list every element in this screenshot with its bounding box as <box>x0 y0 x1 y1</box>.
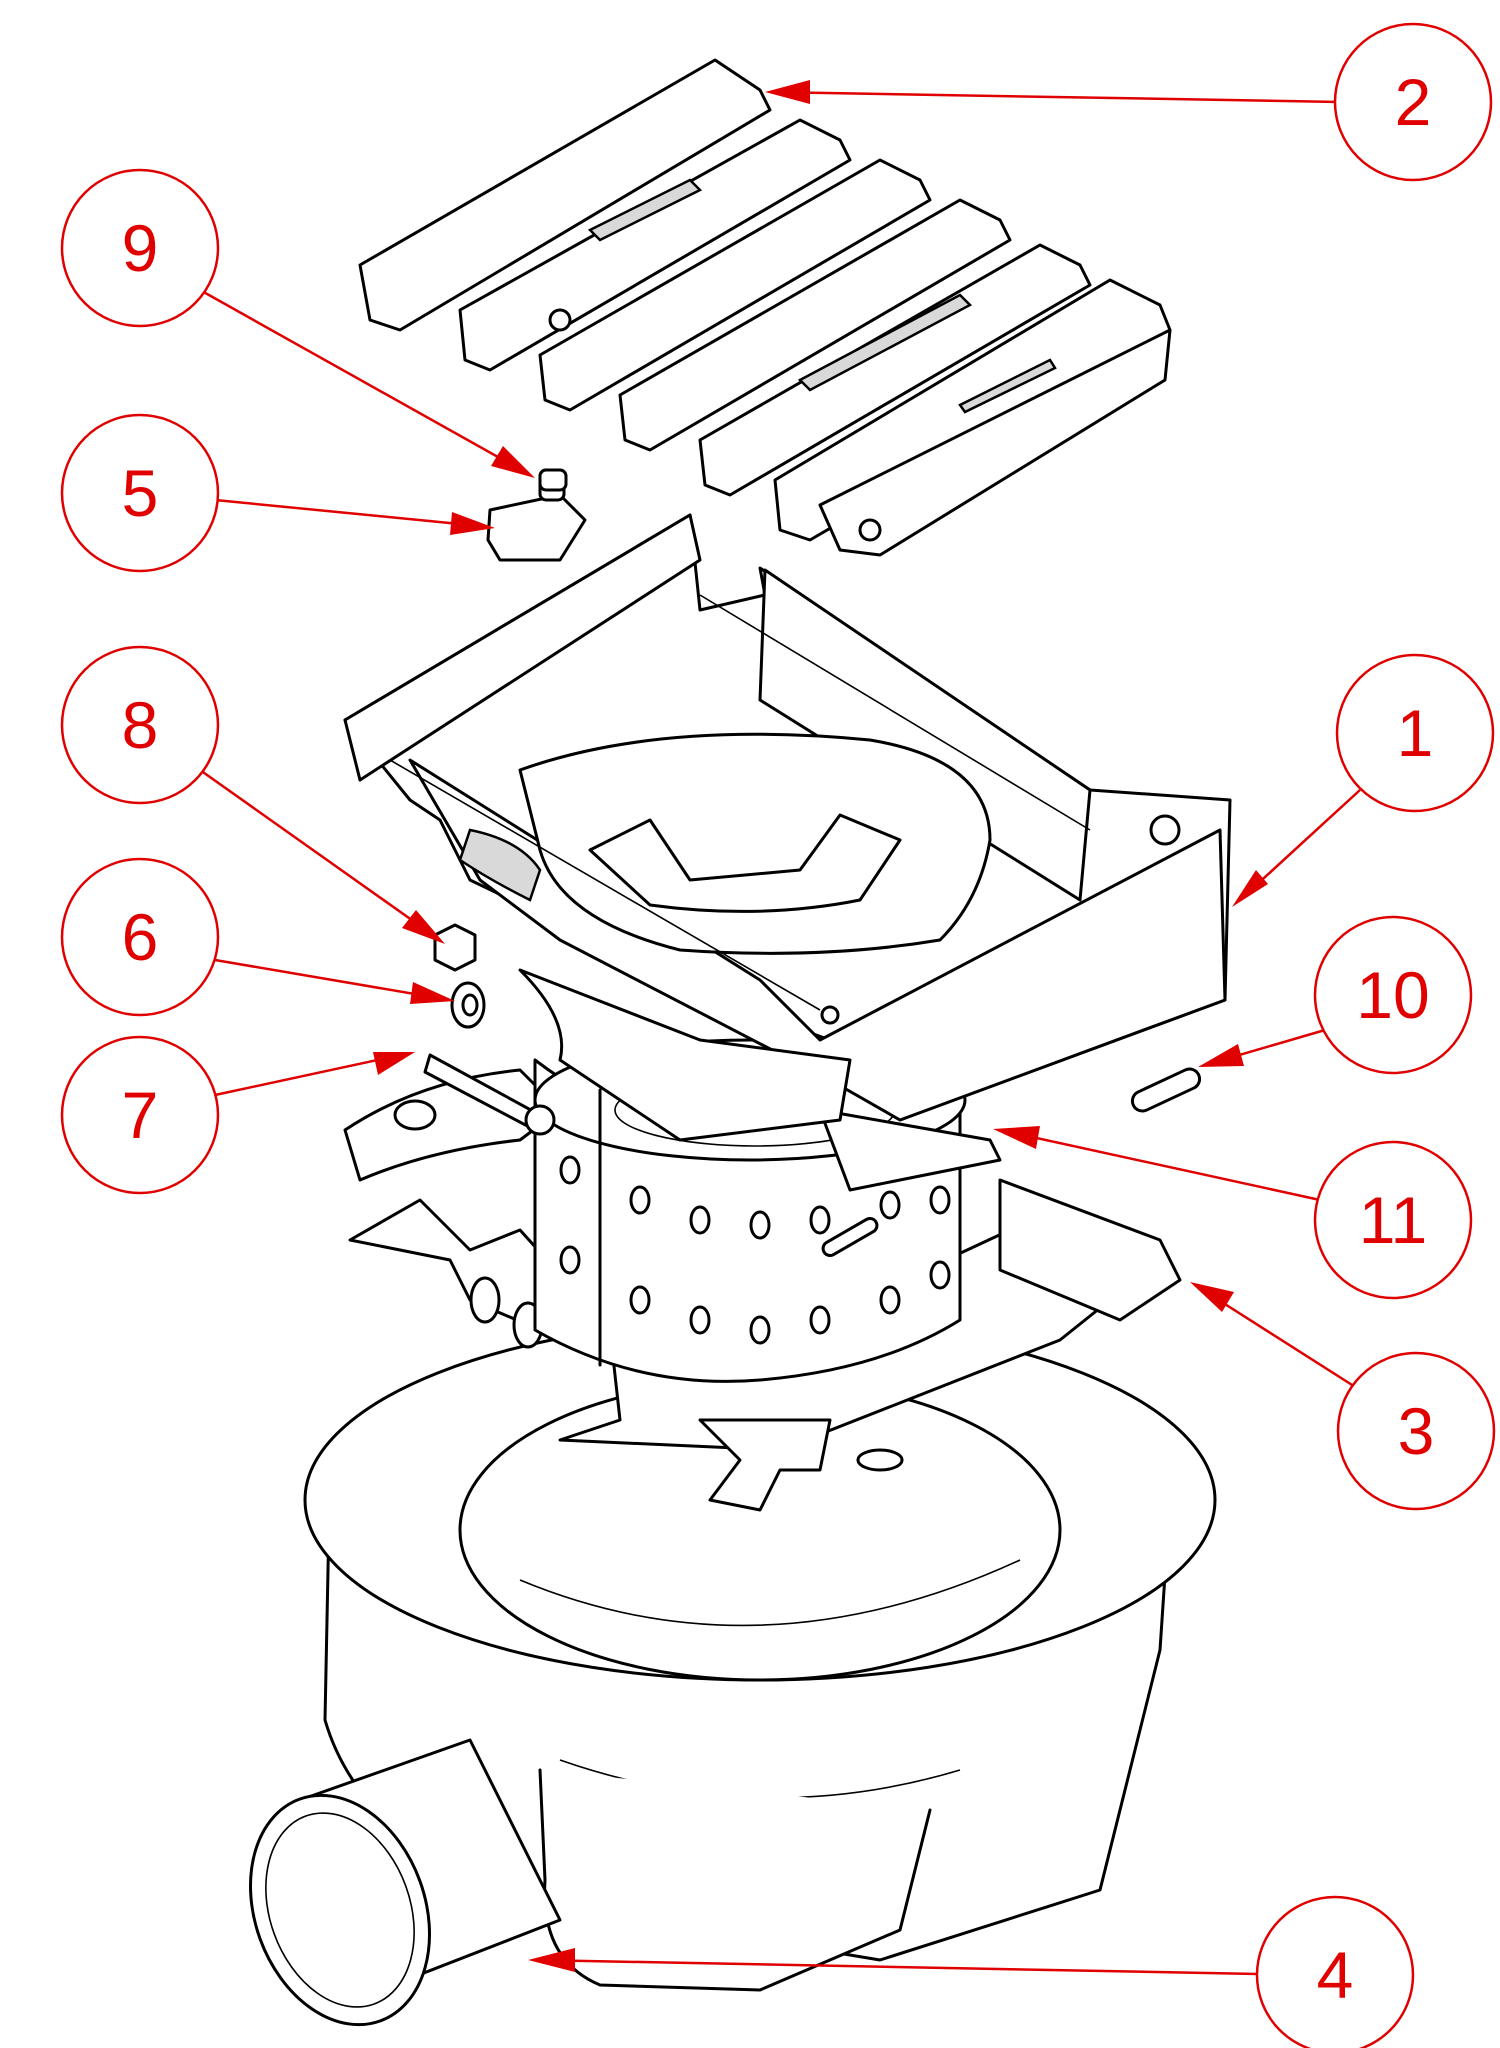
part-6-washer <box>450 981 486 1029</box>
balloon-7-label: 7 <box>122 1078 159 1152</box>
part-10-pin <box>1130 1067 1202 1113</box>
frame <box>343 513 1232 1142</box>
balloon-6: 6 <box>60 857 455 1017</box>
balloon-3-label: 3 <box>1398 1394 1435 1468</box>
balloon-2-label: 2 <box>1395 65 1432 139</box>
balloon-6-label: 6 <box>122 900 159 974</box>
balloon-4-label: 4 <box>1317 1938 1354 2012</box>
balloon-8-label: 8 <box>122 688 159 762</box>
sleeve-holes <box>559 1155 951 1345</box>
balloon-11: 11 <box>993 1126 1473 1300</box>
balloon-1-label: 1 <box>1397 696 1434 770</box>
balloon-10: 10 <box>1198 915 1473 1075</box>
balloon-11-label: 11 <box>1359 1183 1428 1257</box>
balloon-9: 9 <box>60 168 535 478</box>
part-8-nut <box>433 923 477 972</box>
balloon-7: 7 <box>60 1035 415 1195</box>
part-5-lock-clip <box>486 468 587 562</box>
balloon-3: 3 <box>1190 1282 1496 1511</box>
balloon-2: 2 <box>765 22 1493 182</box>
balloon-8: 8 <box>60 645 445 944</box>
balloon-5-label: 5 <box>122 456 159 530</box>
balloon-10-label: 10 <box>1356 958 1429 1032</box>
part-7-pin <box>423 1053 556 1136</box>
grating <box>358 58 1172 557</box>
part-9-screw <box>538 468 568 492</box>
balloon-5: 5 <box>60 413 495 573</box>
balloon-4: 4 <box>528 1895 1415 2048</box>
balloon-9-label: 9 <box>122 211 159 285</box>
drain-body <box>249 1318 1217 2027</box>
balloon-1: 1 <box>1232 653 1495 907</box>
